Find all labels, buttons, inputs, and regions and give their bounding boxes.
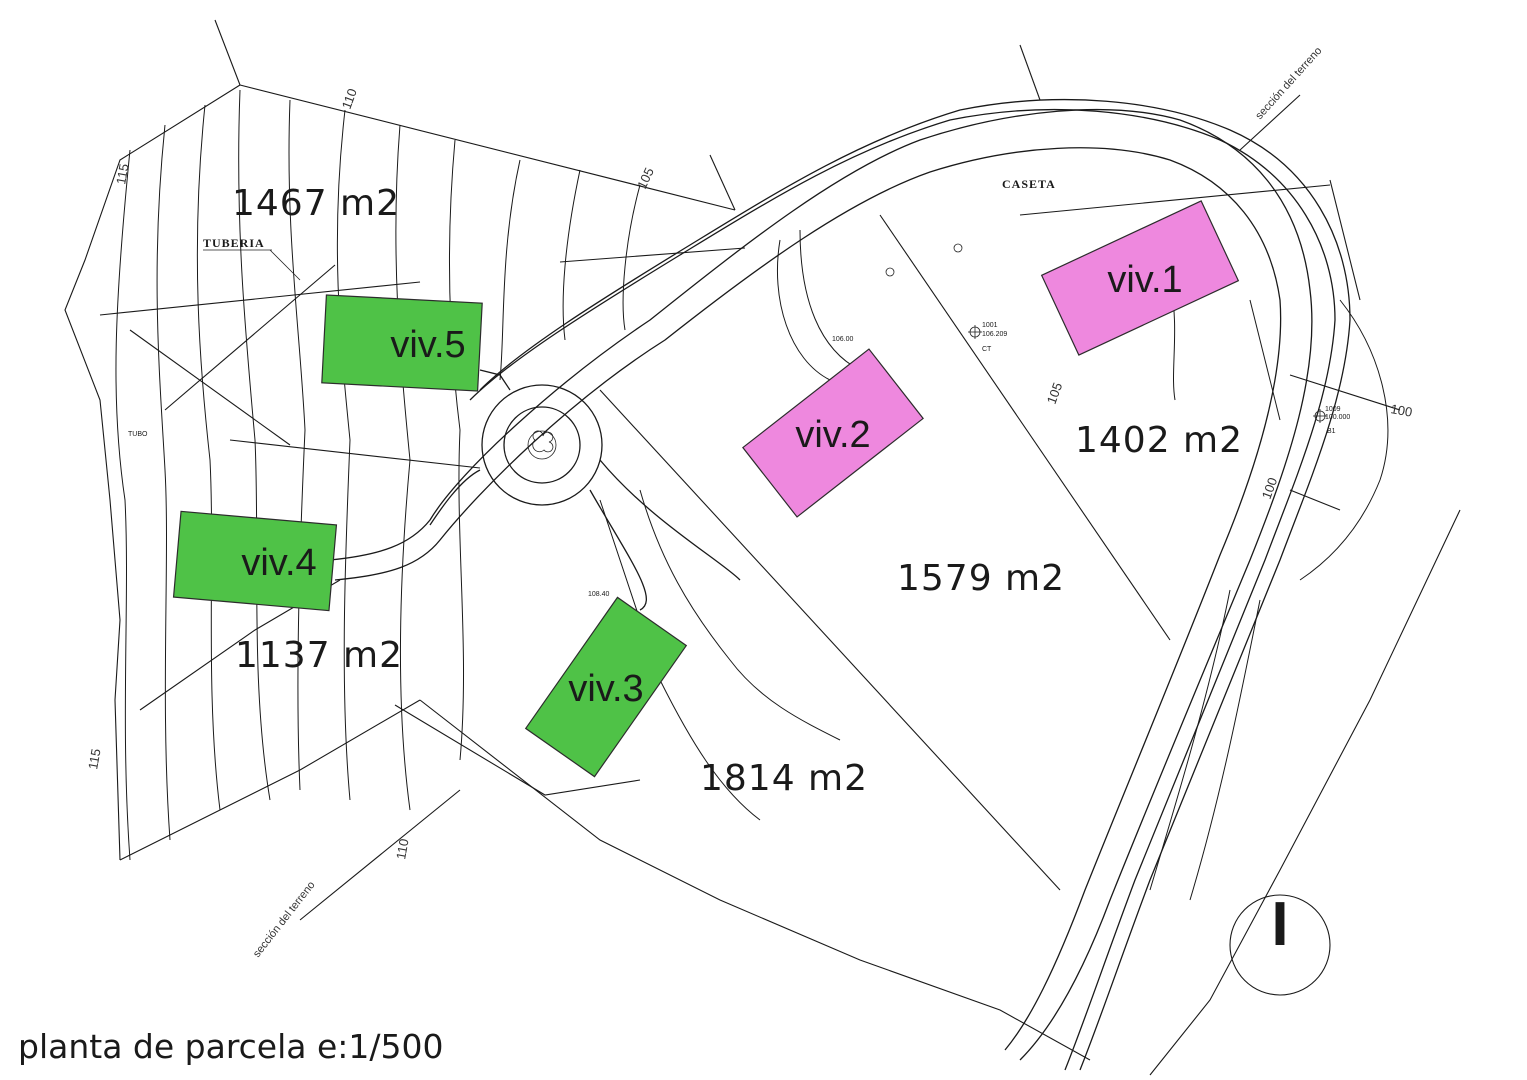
tubo-label: TUBO	[128, 431, 148, 438]
elevation-108-label: 108.40	[588, 591, 610, 598]
north-arrow-symbol: I	[1271, 890, 1288, 959]
contour-label-105-right: 105	[1044, 381, 1066, 407]
point-1009-elevation: 100.000	[1325, 414, 1350, 421]
point-1001-label: 1001	[982, 322, 998, 329]
contour-label-105-top: 105	[634, 165, 657, 191]
plot-area-1467: 1467 m2	[232, 183, 400, 224]
point-1001-elevation: 106.209	[982, 331, 1007, 338]
contour-label-115-bottom: 115	[85, 747, 103, 770]
plot-area-1579: 1579 m2	[897, 558, 1065, 599]
contour-label-100-road: 100	[1259, 476, 1281, 502]
contour-label-100-right: 100	[1389, 401, 1413, 420]
house-viv3-label: viv.3	[568, 668, 643, 710]
plot-area-1814: 1814 m2	[700, 758, 868, 799]
house-viv4: viv.4	[172, 510, 338, 612]
contour-label-115-top: 115	[113, 162, 131, 185]
caseta-label: CASETA	[1002, 177, 1056, 191]
access-road	[329, 98, 1351, 1071]
point-1009-label: 1009	[1325, 406, 1341, 413]
plot-area-1137: 1137 m2	[235, 635, 403, 676]
house-viv1: viv.1	[1040, 200, 1240, 356]
house-viv3: viv.3	[524, 596, 688, 778]
north-arrow-icon: I	[1229, 890, 1331, 996]
house-viv2-label: viv.2	[795, 414, 870, 456]
contour-label-110-top: 110	[339, 86, 360, 111]
house-viv2: viv.2	[742, 348, 924, 518]
b1-label: B1	[1327, 428, 1336, 435]
elevation-106-label: 106.00	[832, 336, 854, 343]
house-viv1-label: viv.1	[1107, 259, 1182, 301]
plot-boundaries	[64, 19, 1461, 1076]
section-label-bottom: sección del terreno	[251, 879, 318, 960]
plan-title: planta de parcela e:1/500	[18, 1027, 444, 1066]
house-viv4-label: viv.4	[241, 542, 316, 584]
ct-label: CT	[982, 346, 992, 353]
house-viv5: viv.5	[321, 294, 483, 392]
house-viv5-label: viv.5	[390, 324, 465, 366]
terrain-contours	[115, 89, 1389, 901]
contour-label-110-bottom: 110	[393, 837, 411, 860]
plot-area-1402: 1402 m2	[1075, 420, 1243, 461]
section-label-top: sección del terreno	[1253, 45, 1324, 122]
site-markers	[269, 243, 1327, 423]
tuberia-label: TUBERIA	[203, 236, 265, 250]
